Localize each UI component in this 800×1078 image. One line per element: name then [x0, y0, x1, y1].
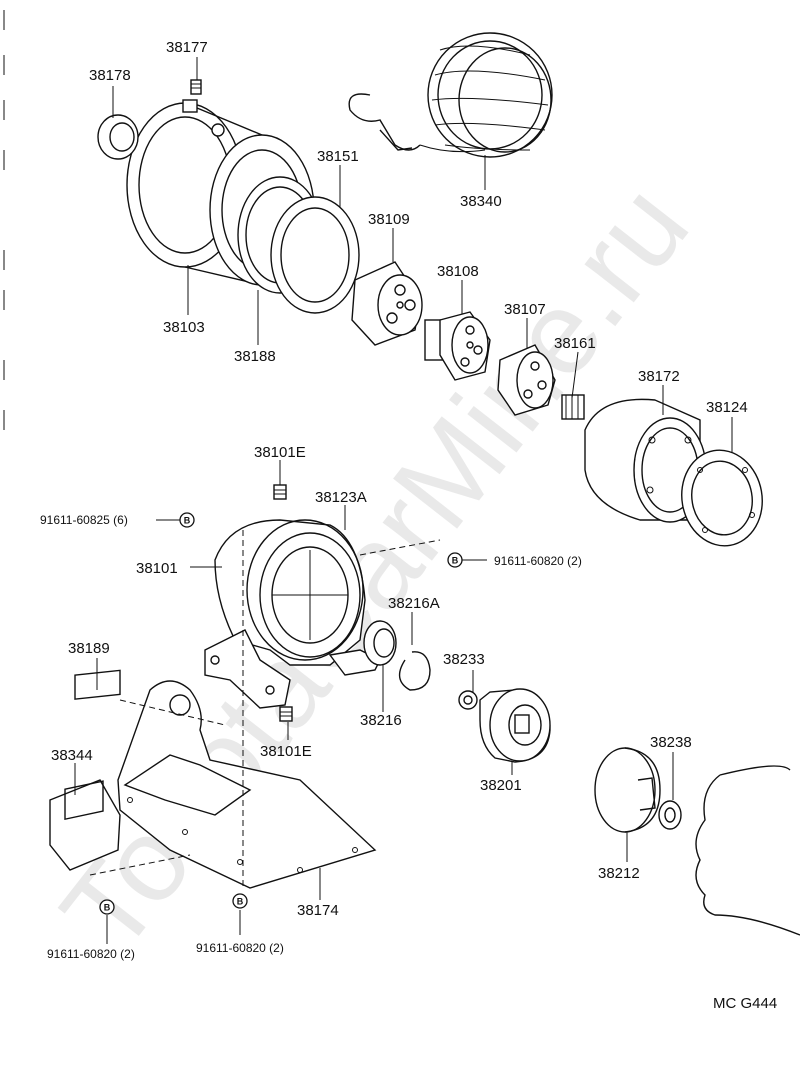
label-38216: 38216: [360, 712, 402, 729]
assembly-dashed-lines: [89, 530, 441, 890]
label-38340: 38340: [460, 193, 502, 210]
bolt-symbol-3: B: [99, 899, 115, 915]
screw-38177: [190, 79, 202, 95]
diagram-code: MC G444: [713, 995, 777, 1012]
cover-38344: [49, 779, 121, 871]
screw-38101E-top: [273, 484, 287, 500]
label-38101E-bottom: 38101E: [260, 743, 312, 760]
label-38107: 38107: [504, 301, 546, 318]
label-38201: 38201: [480, 777, 522, 794]
label-38174: 38174: [297, 902, 339, 919]
motor-outline: [695, 765, 800, 936]
housing-38101: [204, 519, 381, 709]
snap-ring-38216A: [398, 651, 431, 691]
dome-38212: [594, 747, 661, 833]
carrier-38108: [424, 311, 491, 381]
bearing-38216: [363, 620, 397, 666]
label-38177: 38177: [166, 39, 208, 56]
carrier-38107: [497, 344, 556, 416]
gear-38161: [561, 394, 585, 420]
label-38178: 38178: [89, 67, 131, 84]
label-38212: 38212: [598, 865, 640, 882]
plate-38174: [117, 680, 377, 889]
label-38344: 38344: [51, 747, 93, 764]
label-38151: 38151: [317, 148, 359, 165]
label-38123A: 38123A: [315, 489, 367, 506]
label-91611-60820-right: 91611-60820 (2): [494, 554, 582, 568]
label-38161: 38161: [554, 335, 596, 352]
bolt-symbol-4: B: [232, 893, 248, 909]
label-38101E-top: 38101E: [254, 444, 306, 461]
label-91611-60820-left: 91611-60820 (2): [47, 947, 135, 961]
svg-text:B: B: [104, 903, 111, 913]
label-91611-60825: 91611-60825 (6): [40, 513, 128, 527]
clutch-38201: [479, 688, 551, 763]
label-38172: 38172: [638, 368, 680, 385]
ring-38238: [658, 800, 682, 830]
bolt-symbol-1: B: [179, 512, 195, 528]
label-38109: 38109: [368, 211, 410, 228]
bolt-symbol-2: B: [447, 552, 463, 568]
carrier-38109: [351, 261, 423, 346]
label-38233: 38233: [443, 651, 485, 668]
gasket-38124: [681, 449, 763, 547]
svg-text:B: B: [237, 897, 244, 907]
label-38124: 38124: [706, 399, 748, 416]
label-91611-60820-mid: 91611-60820 (2): [196, 941, 284, 955]
svg-text:B: B: [452, 556, 459, 566]
label-38188: 38188: [234, 348, 276, 365]
gasket-38123A: [246, 519, 364, 661]
leader-lines: [74, 57, 733, 944]
cap-38178: [97, 114, 139, 160]
screw-38101E-bottom: [279, 706, 293, 722]
label-38216A: 38216A: [388, 595, 440, 612]
cable-38340: [348, 32, 553, 158]
label-38103: 38103: [163, 319, 205, 336]
label-38189: 38189: [68, 640, 110, 657]
label-38108: 38108: [437, 263, 479, 280]
ring-38151: [270, 196, 360, 314]
svg-text:B: B: [184, 516, 191, 526]
washer-38233: [458, 690, 478, 710]
label-38238: 38238: [650, 734, 692, 751]
label-38101: 38101: [136, 560, 178, 577]
